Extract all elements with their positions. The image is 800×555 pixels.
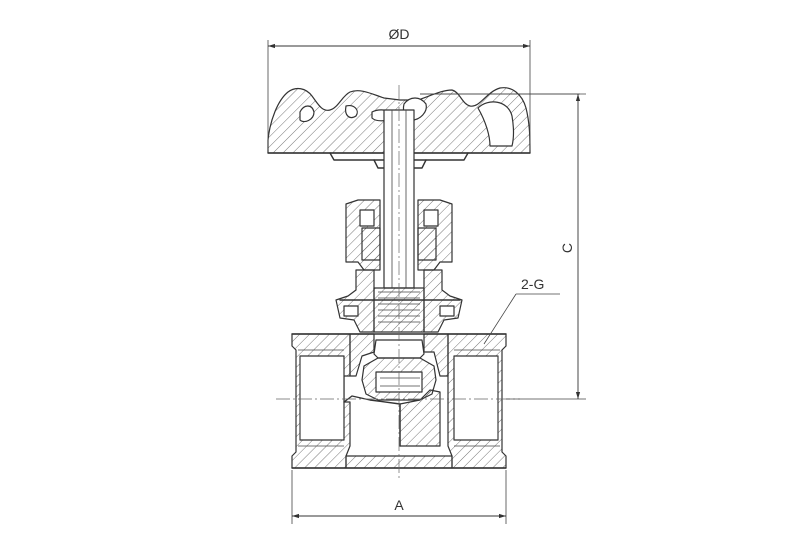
handwheel bbox=[267, 87, 580, 169]
dimension-height-C: C bbox=[420, 93, 586, 400]
dimension-label-C: C bbox=[559, 243, 575, 253]
thread-callout-G: 2-G bbox=[483, 276, 560, 345]
dimension-label-D: ØD bbox=[389, 26, 410, 42]
valve-body bbox=[291, 333, 507, 469]
packing-nut bbox=[345, 199, 453, 271]
dimension-length-A: A bbox=[291, 470, 507, 524]
bonnet bbox=[335, 269, 463, 333]
dimension-diameter-D: ØD bbox=[267, 26, 531, 150]
thread-label-G: 2-G bbox=[521, 276, 544, 292]
dimension-label-A: A bbox=[394, 497, 404, 513]
centerlines bbox=[276, 85, 520, 480]
